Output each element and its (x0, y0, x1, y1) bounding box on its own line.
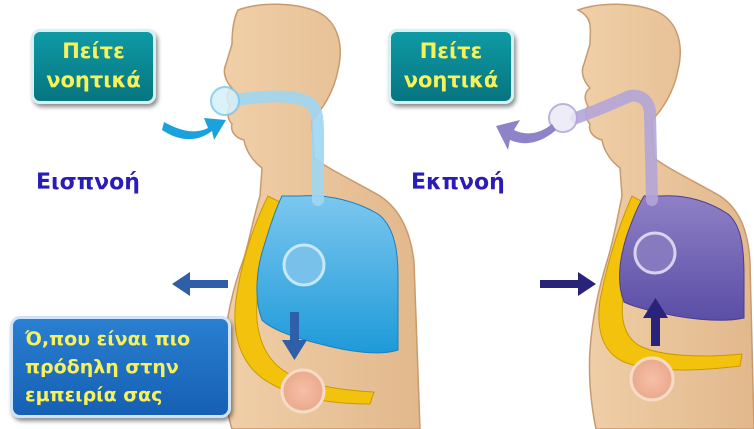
inhale-chest-arrow (172, 272, 228, 296)
inhale-air-arrow (162, 118, 226, 140)
callout-left-line2: νοητικά (34, 66, 153, 95)
note-line1: Ό,που είναι πιο (25, 325, 228, 353)
note-box: Ό,που είναι πιο πρόδηλη στην εμπειρία σα… (10, 316, 231, 418)
exhale-chest-arrow (540, 272, 596, 296)
callout-right-line1: Πείτε (391, 37, 511, 66)
exhale-figure (496, 4, 754, 429)
inhale-nose-marker (211, 87, 239, 115)
inhale-belly-marker (282, 370, 324, 412)
exhale-chest-marker (635, 233, 675, 273)
exhale-air-arrow (496, 120, 556, 150)
callout-mental-note-left: Πείτε νοητικά (31, 29, 156, 104)
exhale-belly-marker (631, 358, 673, 400)
inhale-lungs (257, 196, 398, 353)
callout-right-line2: νοητικά (391, 66, 511, 95)
callout-mental-note-right: Πείτε νοητικά (388, 29, 514, 104)
note-line2: πρόδηλη στην (25, 353, 228, 381)
callout-left-line1: Πείτε (34, 37, 153, 66)
exhale-label: Εκπνοή (411, 170, 505, 195)
note-line3: εμπειρία σας (25, 381, 228, 409)
inhale-chest-marker (284, 245, 324, 285)
inhale-label: Εισπνοή (36, 170, 140, 195)
